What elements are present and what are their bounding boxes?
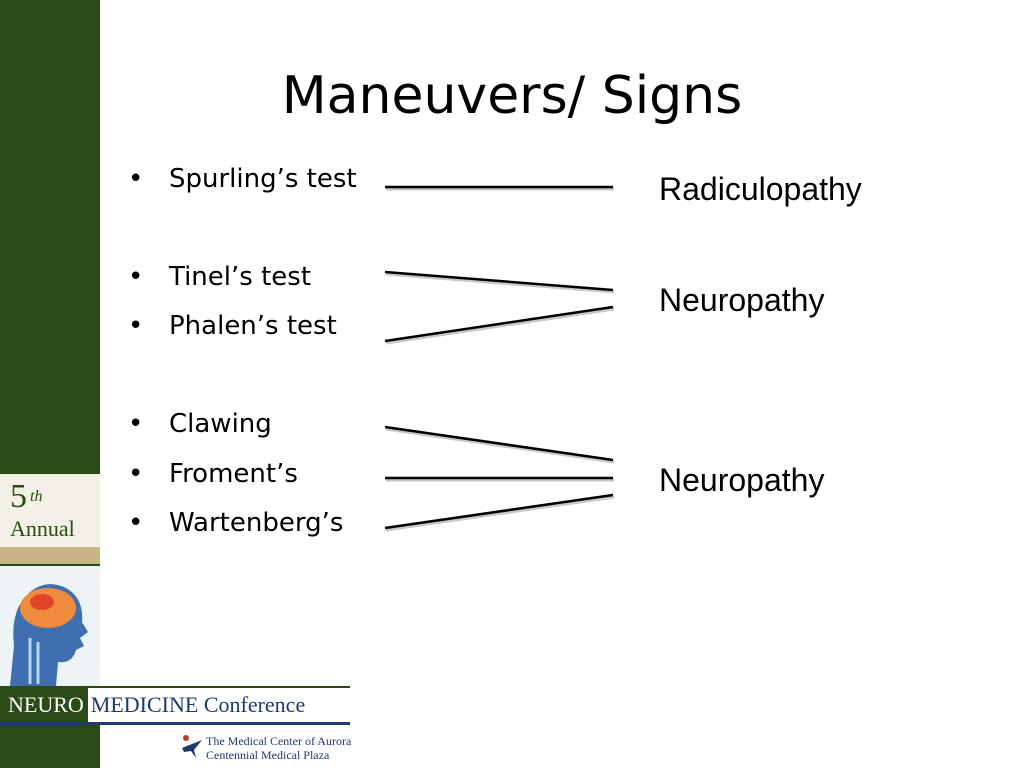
target-label: Radiculopathy — [659, 171, 862, 207]
bullet-marker: • — [128, 508, 144, 538]
slide-title: Maneuvers/ Signs — [281, 66, 743, 126]
plane-logo-icon — [182, 735, 202, 758]
item-label: Spurling’s test — [169, 164, 357, 194]
connector-line — [384, 305, 614, 343]
item-label: Tinel’s test — [169, 262, 312, 292]
item-label: Phalen’s test — [169, 311, 337, 341]
target-label: Neuropathy — [659, 462, 825, 498]
bullet-marker: • — [128, 262, 144, 292]
footer-line-2: Centennial Medical Plaza — [206, 748, 330, 762]
annual-band — [0, 547, 100, 564]
annual-word: Annual — [10, 516, 75, 541]
bullet-marker: • — [128, 311, 144, 341]
bullet-marker: • — [128, 164, 144, 194]
banner-medicine: MEDICINE Conference — [90, 692, 306, 717]
bullet-marker: • — [128, 409, 144, 439]
item-label: Clawing — [169, 409, 272, 439]
target-label: Neuropathy — [659, 282, 825, 318]
connector-line — [384, 425, 614, 462]
footer-line-1: The Medical Center of Aurora — [206, 734, 352, 748]
item-label: Wartenberg’s — [169, 508, 344, 538]
brain-head-illustration — [0, 566, 100, 686]
connector-line — [384, 270, 614, 292]
banner-neuro: NEURO — [0, 688, 88, 722]
connector-line — [384, 493, 614, 530]
item-label: Froment’s — [169, 459, 298, 489]
bullet-marker: • — [128, 459, 144, 489]
annual-suffix: th — [30, 488, 43, 505]
annual-number: 5 — [10, 478, 27, 515]
